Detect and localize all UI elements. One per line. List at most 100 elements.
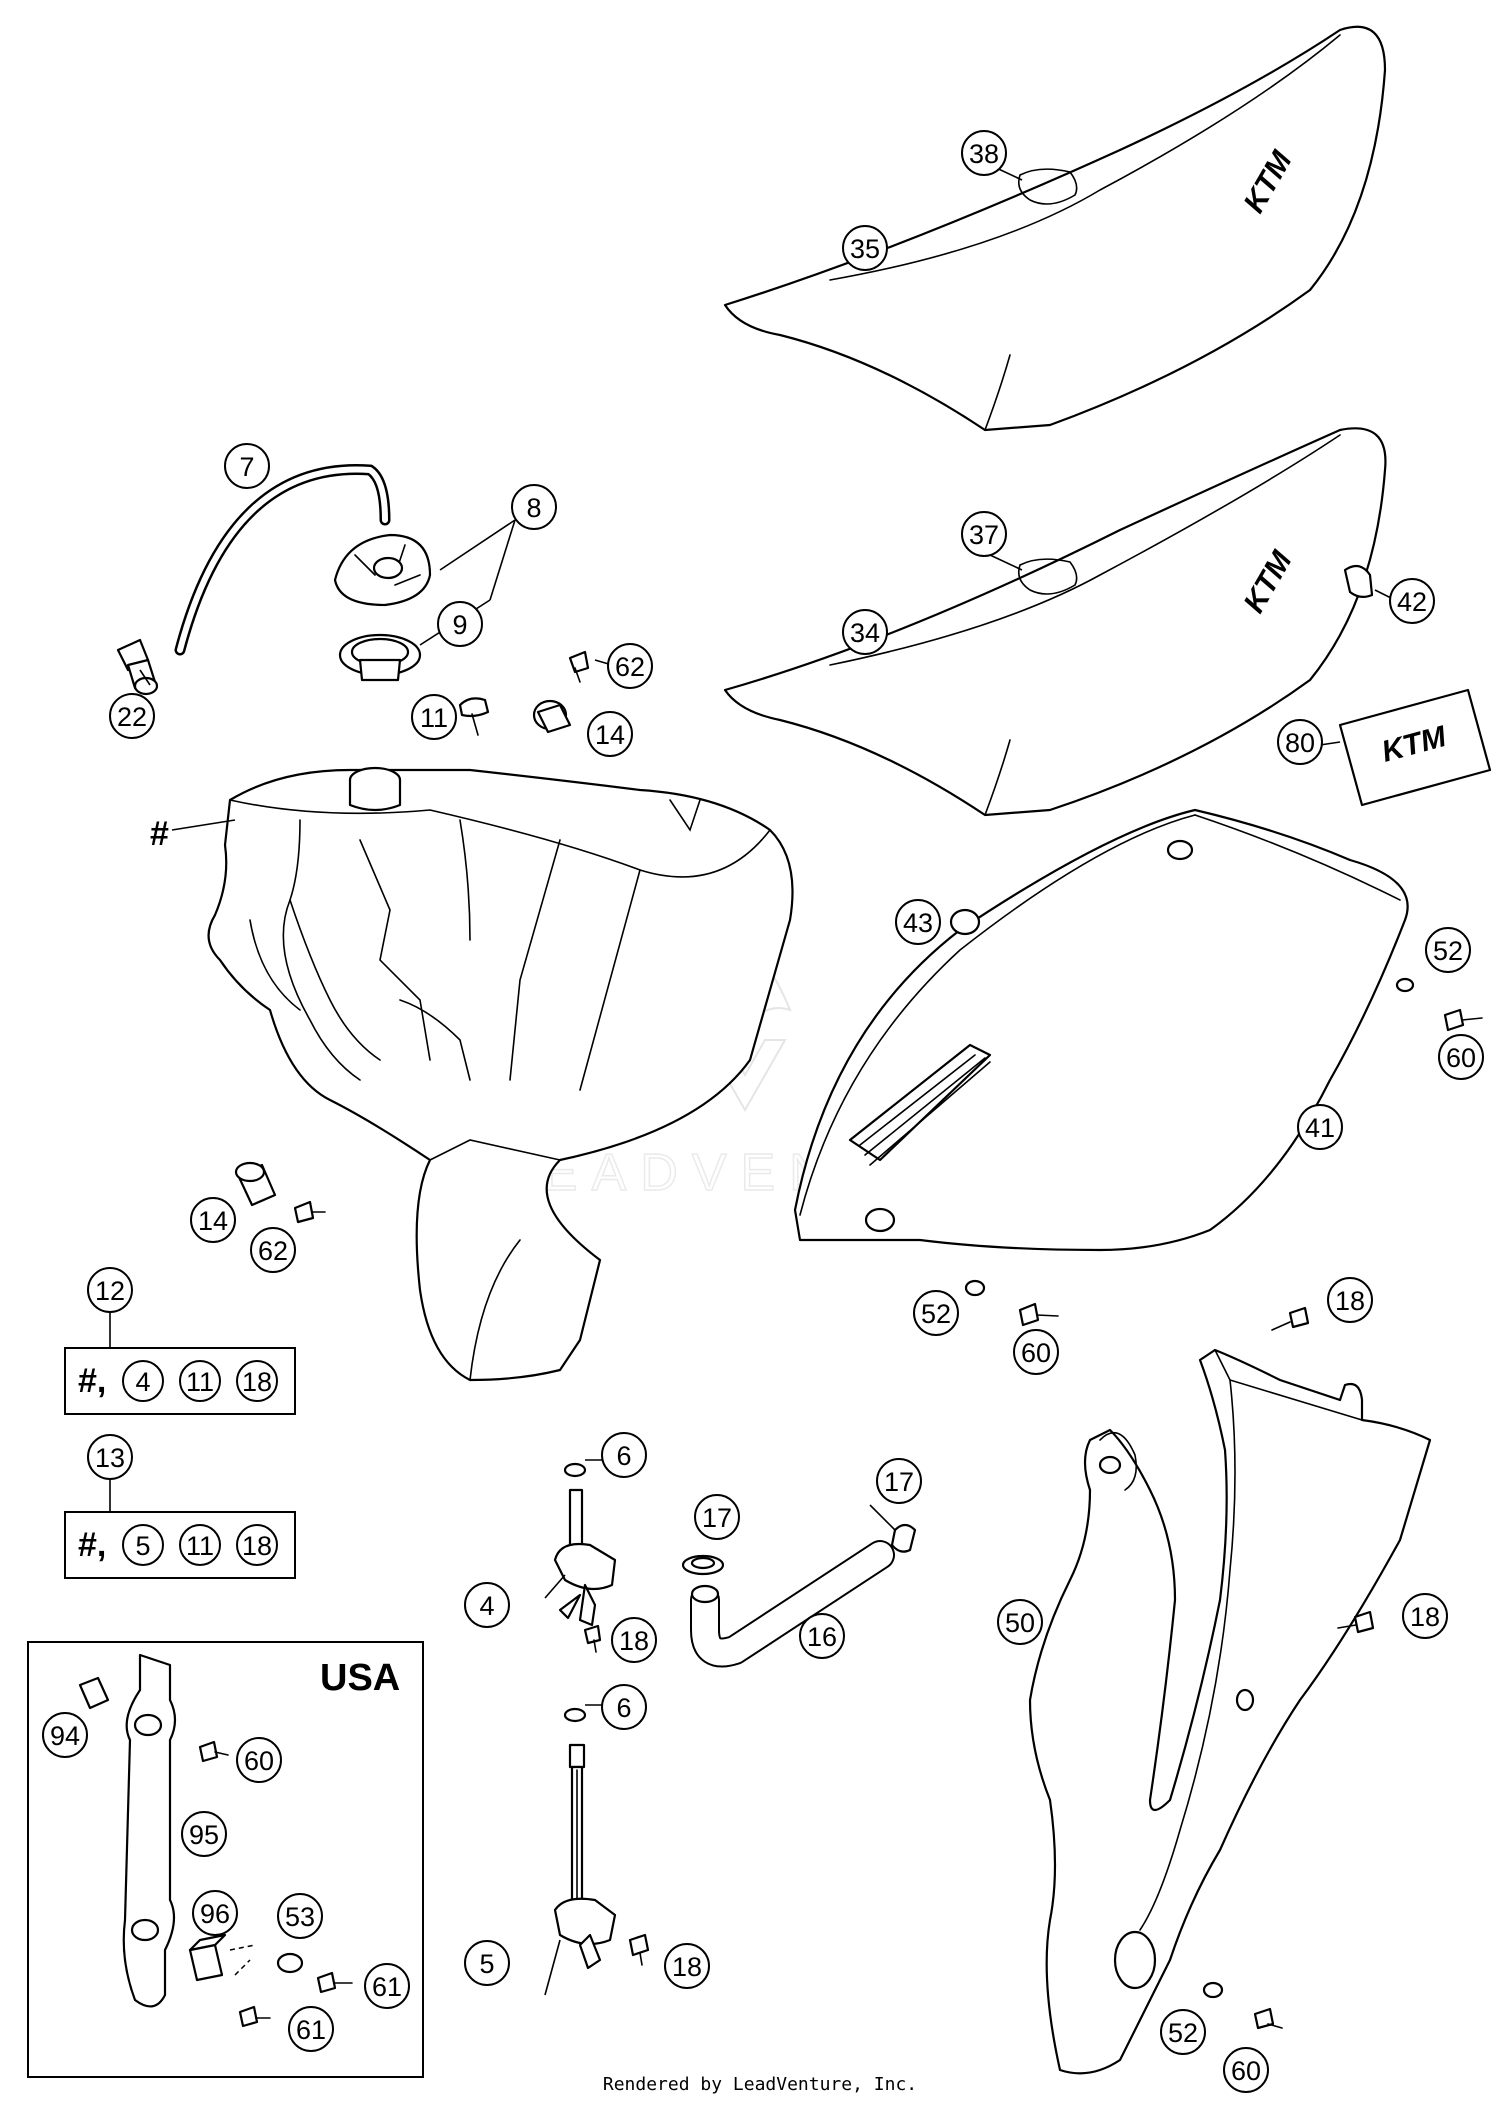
svg-text:9: 9 <box>452 610 467 640</box>
callout-6-top: 6 <box>601 1432 647 1478</box>
svg-text:60: 60 <box>1231 2056 1261 2086</box>
svg-text:6: 6 <box>616 1441 631 1471</box>
svg-text:96: 96 <box>200 1899 230 1929</box>
svg-text:60: 60 <box>244 1746 274 1776</box>
callout-37: 37 <box>961 511 1007 557</box>
callout-60-bottom: 60 <box>1223 2047 1269 2093</box>
svg-text:18: 18 <box>672 1952 702 1982</box>
callout-18-upper-right: 18 <box>1327 1277 1373 1323</box>
callout-12: 12 <box>87 1267 133 1313</box>
svg-text:94: 94 <box>50 1721 80 1751</box>
svg-text:35: 35 <box>850 234 880 264</box>
footer-credit: Rendered by LeadVenture, Inc. <box>603 2074 917 2095</box>
side-cover-41 <box>793 808 1409 1252</box>
grommet-43 <box>949 908 981 936</box>
callout-5: 5 <box>464 1940 510 1986</box>
svg-text:6: 6 <box>616 1693 631 1723</box>
callout-22: 22 <box>109 693 155 739</box>
svg-text:7: 7 <box>239 452 254 482</box>
svg-text:52: 52 <box>1433 936 1463 966</box>
callout-95: 95 <box>181 1811 227 1857</box>
gasket-9 <box>338 633 422 682</box>
svg-text:61: 61 <box>296 2015 326 2045</box>
kit-box-13: #, 5 11 18 <box>64 1476 296 1579</box>
callout-35: 35 <box>842 225 888 271</box>
callout-50: 50 <box>997 1599 1043 1645</box>
decal-80: KTM <box>1338 688 1492 807</box>
callout-18-right: 18 <box>1402 1593 1448 1639</box>
callout-18-tap4: 18 <box>611 1617 657 1663</box>
kit-box-12: #, 4 11 18 <box>64 1310 296 1415</box>
callout-6-bottom: 6 <box>601 1684 647 1730</box>
hose-clamp-17-right <box>890 1523 917 1553</box>
svg-text:37: 37 <box>969 520 999 550</box>
callout-16: 16 <box>799 1613 845 1659</box>
frame-protector-50 <box>1028 1348 1432 2075</box>
callout-13: 13 <box>87 1434 133 1480</box>
callout-9: 9 <box>437 601 483 647</box>
hardware-top <box>458 650 590 736</box>
usa-variant-box: USA <box>27 1641 424 2078</box>
hardware-side-cover <box>964 977 1483 1327</box>
seat-34: KTM <box>723 427 1387 817</box>
svg-text:62: 62 <box>615 652 645 682</box>
svg-text:14: 14 <box>595 720 625 750</box>
svg-text:80: 80 <box>1285 728 1315 758</box>
kit-13-prefix: #, <box>78 1526 106 1564</box>
svg-text:43: 43 <box>903 908 933 938</box>
fuel-hose-16 <box>690 1540 895 1668</box>
screw-18-tap5 <box>628 1933 650 1966</box>
callout-4: 4 <box>464 1582 510 1628</box>
callout-62-top: 62 <box>607 643 653 689</box>
svg-text:11: 11 <box>420 703 448 733</box>
hardware-frame-protector <box>1202 1306 1375 2030</box>
callout-61-bottom: 61 <box>288 2006 334 2052</box>
callout-14-lower: 14 <box>190 1197 236 1243</box>
svg-text:41: 41 <box>1305 1113 1335 1143</box>
svg-text:52: 52 <box>1168 2018 1198 2048</box>
seat-35: KTM <box>723 25 1387 432</box>
svg-text:42: 42 <box>1397 587 1427 617</box>
fuel-tap-4 <box>553 1459 617 1627</box>
callout-38: 38 <box>961 130 1007 176</box>
callout-60-mid: 60 <box>1013 1329 1059 1375</box>
callout-17-left: 17 <box>694 1494 740 1540</box>
callout-11: 11 <box>411 694 457 740</box>
hose-clamp-17-left <box>681 1554 725 1576</box>
svg-text:60: 60 <box>1446 1043 1476 1073</box>
svg-text:14: 14 <box>198 1206 228 1236</box>
svg-text:8: 8 <box>526 493 541 523</box>
filler-cap-8 <box>333 533 432 607</box>
svg-text:50: 50 <box>1005 1608 1035 1638</box>
callout-62-lower: 62 <box>250 1227 296 1273</box>
svg-text:34: 34 <box>850 618 880 648</box>
fuel-tank <box>207 766 794 1382</box>
callout-96: 96 <box>192 1890 238 1936</box>
screw-18-tap4 <box>583 1624 602 1653</box>
svg-text:13: 13 <box>95 1443 125 1473</box>
callout-43: 43 <box>895 899 941 945</box>
svg-text:22: 22 <box>117 702 147 732</box>
svg-text:4: 4 <box>479 1591 494 1621</box>
svg-text:61: 61 <box>372 1972 402 2002</box>
svg-text:12: 12 <box>95 1276 125 1306</box>
kit-12-item-3: 18 <box>242 1367 272 1397</box>
svg-text:18: 18 <box>1410 1602 1440 1632</box>
svg-text:18: 18 <box>619 1626 649 1656</box>
kit-12-item-2: 11 <box>186 1367 214 1397</box>
hardware-lower-left <box>234 1161 326 1224</box>
callout-80: 80 <box>1277 719 1323 765</box>
svg-text:62: 62 <box>258 1236 288 1266</box>
svg-text:38: 38 <box>969 139 999 169</box>
callout-60-right: 60 <box>1438 1034 1484 1080</box>
kit-12-prefix: #, <box>78 1362 106 1400</box>
svg-text:18: 18 <box>1335 1286 1365 1316</box>
svg-text:53: 53 <box>285 1902 315 1932</box>
tank-marker: # <box>150 815 169 853</box>
kit-13-item-3: 18 <box>242 1531 272 1561</box>
svg-text:17: 17 <box>884 1467 914 1497</box>
svg-text:5: 5 <box>479 1949 494 1979</box>
kit-13-item-2: 11 <box>186 1531 214 1561</box>
callout-8: 8 <box>511 484 557 530</box>
